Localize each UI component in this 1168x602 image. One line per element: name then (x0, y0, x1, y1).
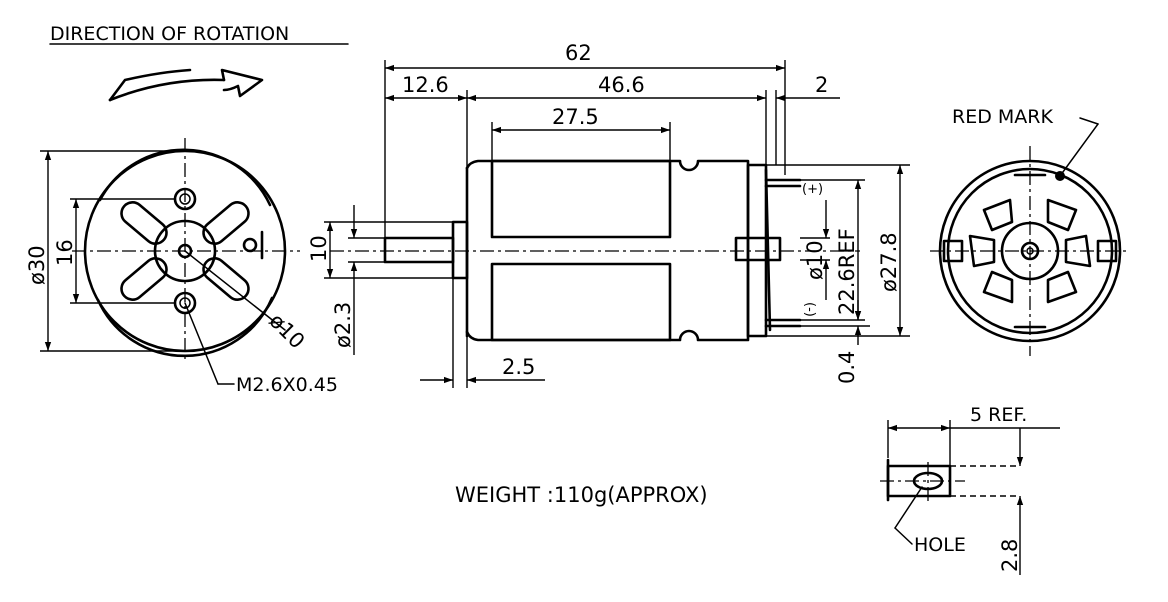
endcap-label: 2 (815, 73, 828, 97)
plus-terminal-label: (+) (802, 182, 823, 197)
vent-slot-4 (202, 257, 250, 301)
outer-diameter-label: ø30 (25, 245, 49, 285)
rear-vent-6 (968, 234, 996, 268)
rotation-arrow-icon (108, 68, 264, 102)
front-boss-side (451, 220, 469, 280)
front-dimensions: ø30 16 ø10 M2.6X0.45 (25, 150, 338, 396)
terminal-ref-label: 5 REF. (970, 404, 1027, 426)
magnet-length-label: 27.5 (552, 105, 599, 129)
body-length-label: 46.6 (598, 73, 645, 97)
rotation-title: DIRECTION OF ROTATION (50, 23, 289, 45)
terminal-detail: 5 REF. 2.8 HOLE (880, 404, 1060, 575)
mount-spacing-label: 16 (53, 239, 77, 266)
front-rim-top (98, 148, 272, 207)
hole-label: HOLE (914, 534, 966, 556)
rear-vent-4 (1046, 270, 1078, 304)
screw-spec-label: M2.6X0.45 (236, 374, 338, 396)
rear-view: RED MARK (930, 106, 1130, 356)
shaft-length-label: 12.6 (402, 73, 449, 97)
boss-diameter-front-label: ø10 (264, 309, 309, 354)
boss-height-label: 10 (307, 235, 331, 262)
vent-slot-1 (120, 201, 168, 245)
vent-slot-2 (202, 201, 250, 245)
total-length-label: 62 (565, 41, 592, 65)
rear-vent-1 (982, 198, 1014, 232)
flange-label: 2.5 (502, 355, 535, 379)
rear-bearing (734, 236, 782, 262)
minus-terminal-label: (-) (802, 302, 817, 317)
front-mark-dot (242, 237, 258, 253)
weight-label: WEIGHT :110g(APPROX) (455, 483, 708, 507)
front-view (72, 138, 300, 362)
rear-vent-5 (982, 270, 1014, 304)
terminal-height-label: 2.8 (998, 539, 1022, 572)
terminal-spacing-label: 22.6REF (835, 228, 859, 315)
rotation-title-group: DIRECTION OF ROTATION (49, 23, 349, 45)
magnet-top (490, 159, 672, 239)
shaft (383, 236, 455, 264)
vent-slot-3 (120, 257, 168, 301)
boss-diameter-rear-label: ø10 (803, 240, 827, 280)
red-mark-label: RED MARK (952, 106, 1053, 128)
side-dimensions: 62 12.6 46.6 2 27.5 2.5 10 ø2.3 ø10 (307, 41, 910, 388)
rear-vent-2 (1046, 198, 1078, 232)
side-view: (+) (-) (330, 159, 860, 342)
body-diameter-label: ø27.8 (877, 232, 901, 292)
terminal-offset-label: 0.4 (835, 351, 859, 384)
magnet-bottom (490, 262, 672, 342)
shaft-diameter-label: ø2.3 (331, 302, 355, 348)
front-rim-bottom (96, 296, 274, 358)
rear-vent-3 (1064, 234, 1092, 268)
